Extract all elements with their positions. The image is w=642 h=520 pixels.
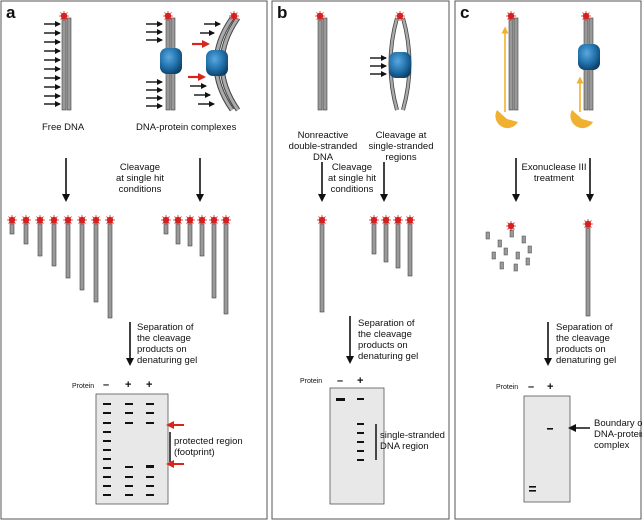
panel-b-arrows (318, 162, 388, 364)
panel-c-dna-free (495, 10, 519, 129)
panel-c-gel (523, 395, 590, 503)
panel-c-lane-1: – (528, 381, 535, 393)
panel-a-letter: a (6, 3, 16, 22)
panel-b-fragments (319, 221, 413, 313)
panel-c-protected-fragment (582, 218, 594, 317)
panel-a-arrows (62, 158, 204, 366)
exonuclease-pacman (570, 110, 593, 129)
panel-a-free-dna-label: Free DNA (42, 122, 85, 133)
panel-c-gel-protein: Protein (496, 384, 519, 391)
exonuclease-pacman (495, 110, 518, 129)
panel-a-complex-straight (146, 10, 182, 111)
protein-blob (160, 48, 182, 74)
panel-c-frame (454, 0, 642, 520)
panel-a-lane-1: – (103, 379, 110, 391)
panel-b-lane-1: – (337, 375, 344, 387)
panel-a-gel-protein: Protein (72, 383, 95, 390)
panel-c-arrows (512, 158, 594, 366)
panel-a-gel (95, 393, 184, 505)
panel-a-complexes-label: DNA-protein complexes (136, 122, 237, 133)
protein-blob (389, 52, 411, 78)
panel-a-lane-2: + (125, 379, 132, 391)
panel-c-lane-2: + (547, 381, 554, 393)
panel-b-gel-protein: Protein (300, 378, 323, 385)
panel-a-stars-free (6, 214, 116, 226)
protein-blob (206, 50, 228, 76)
panel-b-nonreactive-dna (314, 10, 328, 111)
panel-c-dna-bound (570, 10, 600, 129)
panel-a-free-dna (44, 10, 72, 111)
panel-a-fragments-free (9, 221, 113, 319)
panel-c-nucleotides (485, 229, 532, 272)
panel-b-frame (271, 0, 450, 520)
panel-c-letter: c (460, 3, 470, 22)
panel-a-footprint-label: protected region(footprint) (174, 436, 243, 458)
panel-a-complex-bent (188, 10, 241, 112)
panel-b-lane-2: + (357, 375, 364, 387)
panel-a-stars-bound (160, 214, 232, 226)
panel-b-letter: b (277, 3, 288, 22)
protein-blob (578, 44, 600, 70)
panel-a-frame (0, 0, 268, 520)
panel-b-ss-dna (370, 10, 412, 111)
panel-b-gel (329, 387, 385, 505)
panel-a-fragments-bound (163, 221, 229, 315)
panel-a-lane-3: + (146, 379, 153, 391)
